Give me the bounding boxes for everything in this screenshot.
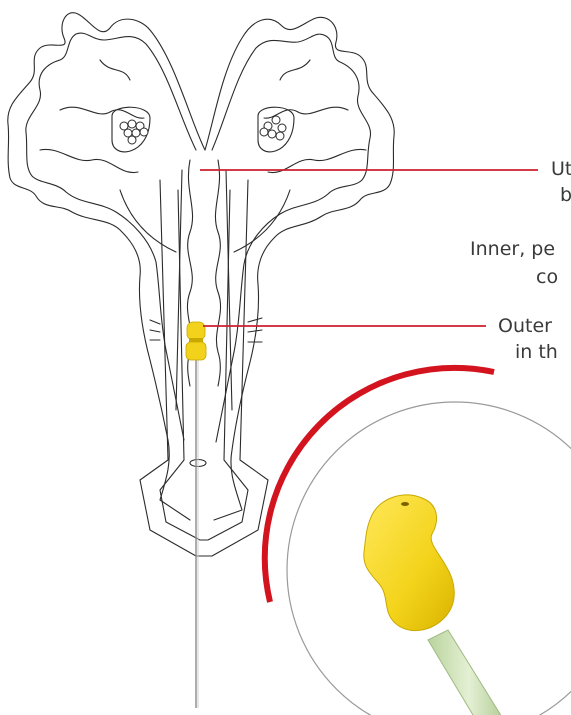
cervical-canal-right — [215, 160, 220, 386]
label-outer-line1: Outer — [498, 315, 552, 337]
label-inner-line1: Inner, pe — [470, 238, 555, 260]
left-rib-marks — [150, 320, 160, 340]
left-fold-2 — [40, 149, 138, 172]
uterine-cavity-left — [176, 170, 182, 410]
uterine-cavity-right — [226, 170, 232, 410]
left-fold-3 — [100, 60, 130, 80]
label-uterus-line2: b — [560, 184, 571, 206]
label-inner-line2: co — [536, 266, 558, 288]
left-inner-outline — [26, 33, 196, 440]
enlarged-tip-hole — [401, 502, 409, 506]
catheter-tip — [186, 322, 206, 360]
right-fold-2 — [268, 149, 366, 172]
left-fold-1 — [60, 107, 144, 118]
right-inner-outline — [212, 34, 371, 442]
right-ligament — [234, 190, 290, 252]
left-fallopian-tube-outline — [8, 13, 205, 520]
right-follicle-cluster — [260, 116, 286, 140]
right-fold-3 — [280, 60, 310, 80]
label-uterus-line1: Ut — [551, 158, 571, 180]
label-outer-line2: in th — [515, 341, 558, 363]
